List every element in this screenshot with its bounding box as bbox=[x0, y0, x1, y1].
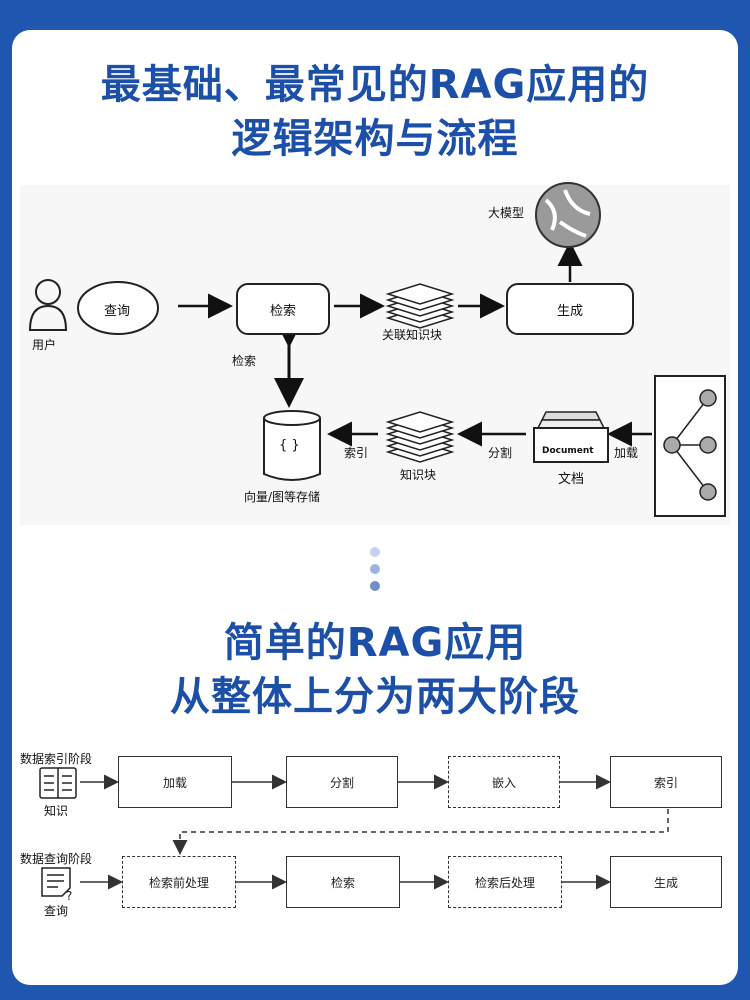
architecture-diagram bbox=[20, 185, 730, 525]
llm-brain-icon bbox=[535, 182, 601, 248]
user-label: 用户 bbox=[32, 338, 57, 352]
index-stage-icon-label: 知识 bbox=[44, 804, 69, 818]
load-edge-label: 加载 bbox=[614, 446, 639, 460]
index-step-split: 分割 bbox=[286, 756, 398, 808]
query-step-generate: 生成 bbox=[610, 856, 722, 908]
title-line-1: 最基础、最常见的RAG应用的 bbox=[100, 62, 650, 108]
query-node-shape bbox=[77, 281, 159, 335]
title-line-2: 逻辑架构与流程 bbox=[231, 116, 519, 162]
document-word: Document bbox=[542, 446, 594, 456]
query-stage-label: 数据查询阶段 bbox=[20, 852, 93, 866]
query-step-retrieve: 检索 bbox=[286, 856, 400, 908]
knowledge-chunks-label: 知识块 bbox=[400, 468, 437, 482]
index-step-index: 索引 bbox=[610, 756, 722, 808]
generate-node: 生成 bbox=[506, 283, 634, 335]
retrieve-node: 检索 bbox=[236, 283, 330, 335]
store-symbol: { } bbox=[279, 438, 300, 453]
subtitle-line-2: 从整体上分为两大阶段 bbox=[170, 674, 580, 720]
svg-text:?: ? bbox=[66, 889, 72, 903]
query-node: 查询 bbox=[104, 304, 131, 319]
query-stage-icon-label: 查询 bbox=[44, 904, 69, 918]
index-step-embed: 嵌入 bbox=[448, 756, 560, 808]
data-sources-graph-icon bbox=[654, 375, 726, 517]
index-edge-label: 索引 bbox=[344, 446, 369, 460]
query-document-icon: ? bbox=[41, 867, 72, 903]
stage-link-dashed-arrow bbox=[172, 809, 669, 855]
user-icon bbox=[28, 279, 68, 331]
document-tray-icon bbox=[533, 411, 609, 463]
query-step-post-retrieval: 检索后处理 bbox=[448, 856, 562, 908]
index-step-load: 加载 bbox=[118, 756, 232, 808]
index-stage-label: 数据索引阶段 bbox=[20, 752, 93, 766]
related-chunks-label: 关联知识块 bbox=[382, 328, 443, 342]
knowledge-chunks-stack-icon bbox=[385, 411, 455, 463]
llm-label: 大模型 bbox=[488, 206, 525, 220]
docs-label: 文档 bbox=[558, 472, 585, 487]
knowledge-book-icon bbox=[39, 767, 77, 799]
store-label: 向量/图等存储 bbox=[244, 490, 321, 504]
vector-store-icon bbox=[263, 410, 321, 481]
subtitle-line-1: 简单的RAG应用 bbox=[223, 620, 527, 666]
related-chunks-stack-icon bbox=[385, 283, 455, 329]
split-edge-label: 分割 bbox=[488, 446, 513, 460]
query-step-pre-retrieval: 检索前处理 bbox=[122, 856, 236, 908]
retrieve-side-label: 检索 bbox=[232, 354, 257, 368]
